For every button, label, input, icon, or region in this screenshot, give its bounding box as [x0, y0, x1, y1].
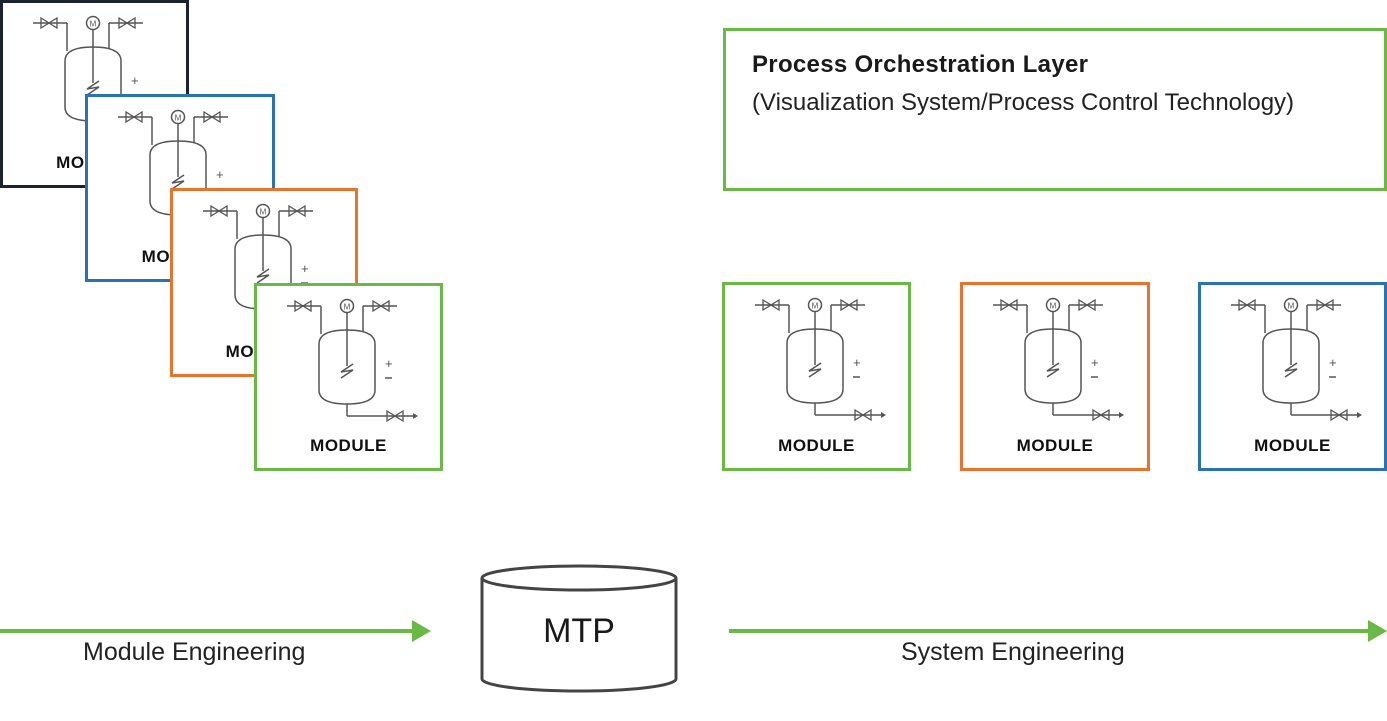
stacked-module-4: M + MODULE: [254, 283, 443, 471]
system-module-3: M + MODULE: [1198, 282, 1387, 471]
svg-text:M: M: [1288, 302, 1295, 311]
valve-icon: [203, 110, 221, 124]
orchestration-subtitle: (Visualization System/Process Control Te…: [752, 89, 1295, 116]
arrow-right-icon: [412, 620, 431, 642]
mtp-cylinder: [480, 564, 678, 693]
process-orchestration-layer-box: Process Orchestration Layer (Visualizati…: [723, 28, 1387, 191]
system-module-1: M + MODULE: [722, 282, 911, 471]
module-label: MODULE: [1016, 436, 1094, 455]
module-label: MODULE: [1254, 436, 1331, 455]
system-engineering-label: System Engineering: [901, 638, 1125, 666]
heating-coil-icon: [340, 363, 354, 379]
valve-icon: [762, 298, 780, 312]
valve-icon: [288, 204, 306, 218]
valve-icon: [210, 204, 228, 218]
valve-icon: [1238, 298, 1256, 312]
svg-text:+: +: [216, 167, 224, 182]
svg-text:+: +: [853, 355, 861, 370]
valve-icon: [1000, 298, 1018, 312]
valve-icon: [125, 110, 143, 124]
svg-text:+: +: [1091, 355, 1099, 370]
heating-coil-icon: [86, 80, 100, 96]
svg-text:+: +: [385, 356, 393, 371]
heating-coil-icon: [808, 362, 822, 378]
valve-icon: [1092, 408, 1110, 422]
heating-coil-icon: [256, 268, 270, 284]
heating-coil-icon: [171, 174, 185, 190]
valve-icon: [1330, 408, 1348, 422]
valve-icon: [40, 16, 58, 30]
svg-text:M: M: [1050, 302, 1057, 311]
svg-text:+: +: [1329, 355, 1337, 370]
valve-icon: [294, 299, 312, 313]
svg-text:M: M: [175, 114, 182, 123]
valve-icon: [372, 299, 390, 313]
heating-coil-icon: [1284, 362, 1298, 378]
svg-text:+: +: [131, 73, 139, 88]
heating-coil-icon: [1046, 362, 1060, 378]
orchestration-title: Process Orchestration Layer: [752, 51, 1089, 78]
system-module-2: M + MODULE: [960, 282, 1150, 471]
svg-text:M: M: [260, 208, 267, 217]
svg-text:M: M: [90, 20, 97, 29]
valve-icon: [386, 409, 404, 423]
module-engineering-label: Module Engineering: [83, 638, 306, 666]
system-engineering-arrow: [729, 620, 1387, 642]
module-engineering-arrow: [0, 620, 431, 642]
arrow-right-icon: [1368, 620, 1387, 642]
svg-text:M: M: [344, 303, 351, 312]
module-label: MODULE: [778, 436, 855, 455]
valve-icon: [1316, 298, 1334, 312]
valve-icon: [1078, 298, 1096, 312]
mtp-label: MTP: [543, 612, 615, 650]
module-label: MODULE: [310, 436, 387, 455]
valve-icon: [840, 298, 858, 312]
valve-icon: [118, 16, 136, 30]
svg-text:+: +: [301, 261, 309, 276]
valve-icon: [854, 408, 872, 422]
svg-text:M: M: [812, 302, 819, 311]
